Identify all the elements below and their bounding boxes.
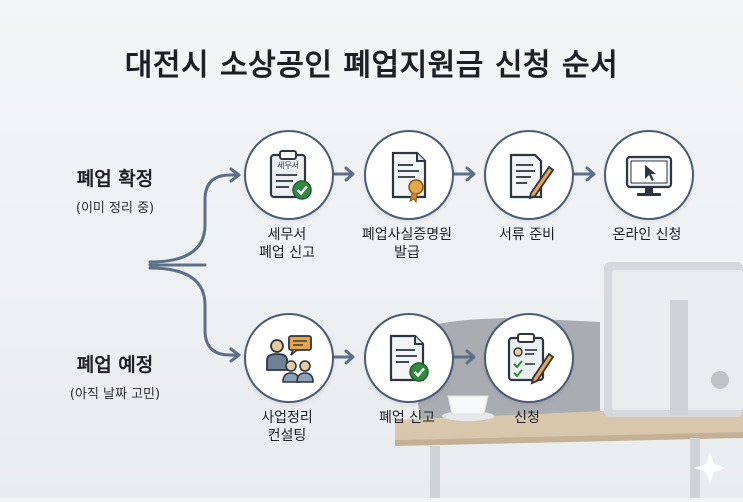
step-prepare-documents bbox=[484, 130, 574, 220]
step-label: 신청 bbox=[514, 410, 540, 426]
connector-upper bbox=[148, 173, 240, 264]
branch-planned: 폐업 예정 (아직 날짜 고민) bbox=[40, 350, 190, 402]
step-arrow bbox=[452, 166, 476, 182]
step-arrow bbox=[331, 166, 355, 182]
step-label: 폐업 신고 bbox=[379, 410, 435, 426]
step-label: 사업정리 컨설팅 bbox=[261, 410, 313, 444]
consulting-icon bbox=[266, 335, 314, 383]
step-tax-office-closure: 세무서 bbox=[244, 130, 334, 220]
monitor-cursor-icon bbox=[625, 155, 673, 196]
step-label: 온라인 신청 bbox=[612, 227, 682, 243]
branch-confirmed: 폐업 확정 (이미 정리 중) bbox=[40, 164, 190, 216]
desk-leg bbox=[430, 446, 440, 498]
step-label: 세무서 폐업 신고 bbox=[259, 227, 315, 261]
arrow-head-lower bbox=[229, 347, 241, 363]
branch-title: 폐업 예정 bbox=[76, 354, 154, 376]
step-online-application bbox=[604, 130, 694, 220]
certificate-icon bbox=[391, 151, 427, 203]
step-apply bbox=[484, 313, 574, 403]
step-arrow bbox=[331, 349, 355, 365]
document-pencil-icon bbox=[509, 153, 555, 200]
step-label: 서류 준비 bbox=[499, 227, 555, 243]
arrow-head-upper bbox=[229, 167, 241, 183]
sparkle-icon bbox=[694, 452, 726, 484]
step-certificate bbox=[364, 130, 454, 220]
page-title: 대전시 소상공인 폐업지원금 신청 순서 bbox=[124, 48, 619, 83]
clipboard-check-icon: 세무서 bbox=[269, 150, 312, 200]
step-arrow bbox=[452, 349, 476, 365]
monitor-stand bbox=[670, 300, 688, 415]
coffee-cup bbox=[447, 395, 489, 415]
step-consulting bbox=[244, 313, 334, 403]
branch-subtitle: (아직 날짜 고민) bbox=[69, 387, 161, 402]
step-closure-report bbox=[364, 313, 454, 403]
branch-subtitle: (이미 정리 중) bbox=[75, 201, 155, 216]
clipboard-pen-icon bbox=[507, 333, 555, 385]
connector-lower bbox=[148, 266, 240, 357]
icon-doc-text: 세무서 bbox=[277, 161, 299, 170]
branch-title: 폐업 확정 bbox=[76, 168, 154, 190]
document-check-icon bbox=[389, 334, 429, 382]
step-label: 폐업사실증명원 발급 bbox=[361, 227, 453, 261]
step-arrow bbox=[572, 166, 596, 182]
